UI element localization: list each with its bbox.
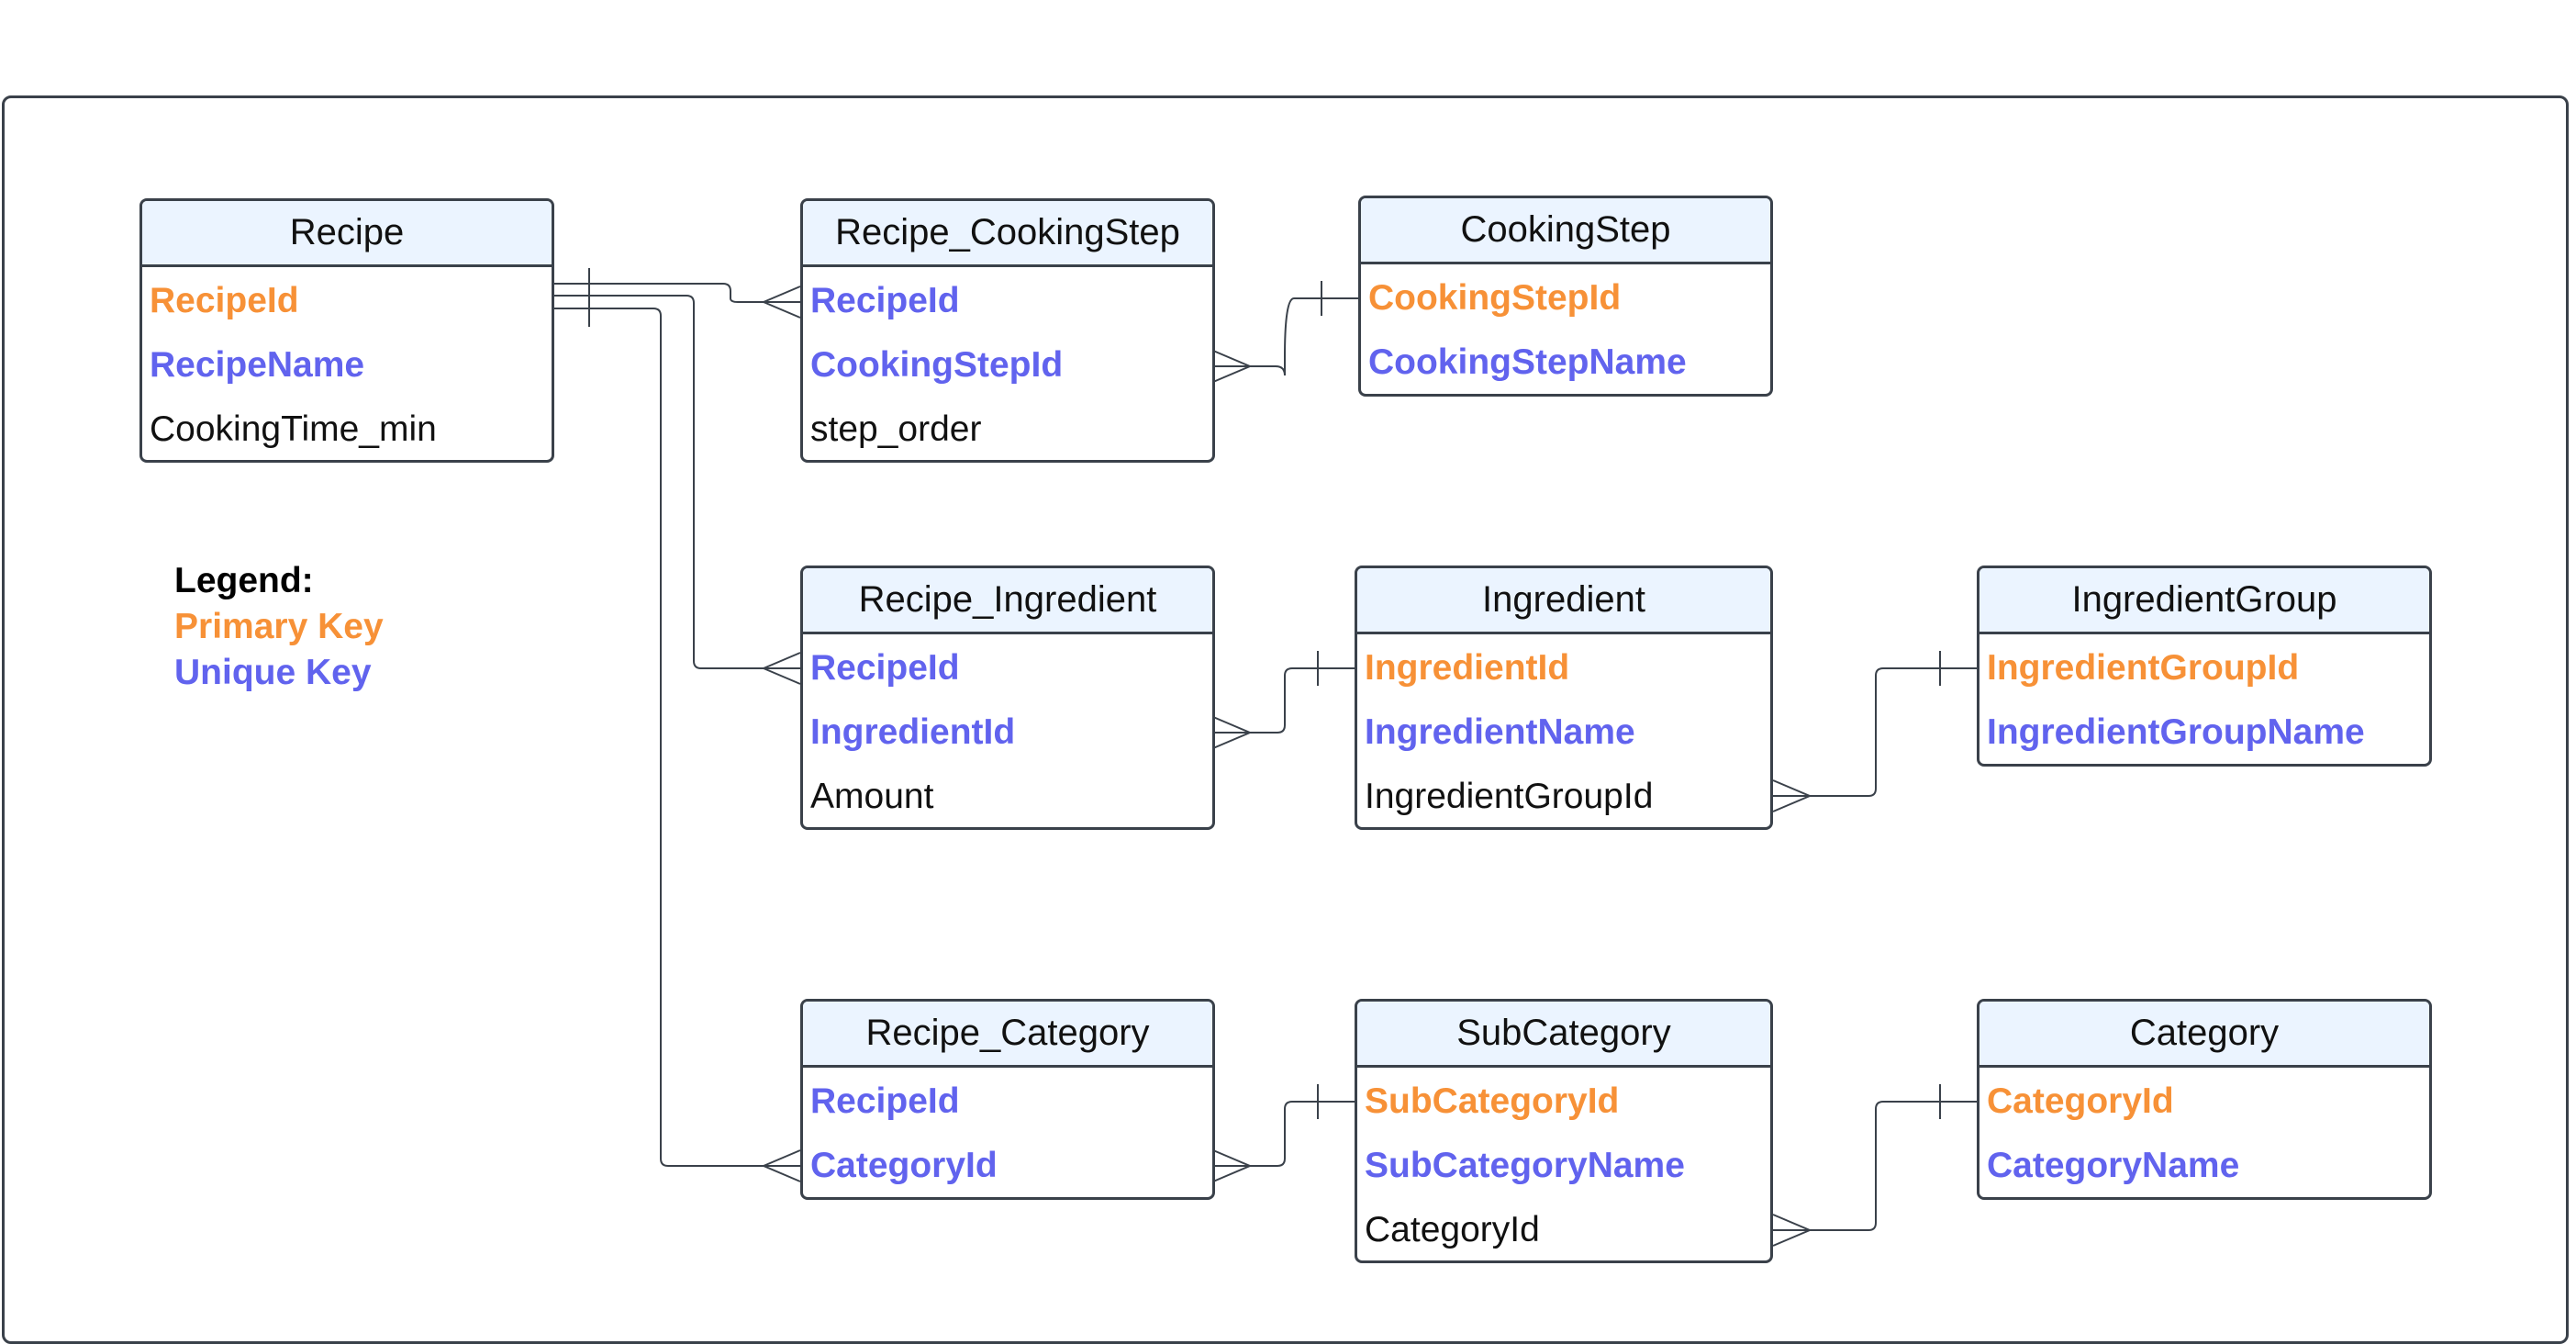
entity-ingredient[interactable]: Ingredient IngredientId IngredientName I… [1355, 566, 1773, 830]
connector-subcategory-to-recipe-category [1212, 1084, 1355, 1182]
connector-recipe-to-recipe-cookingstep [554, 268, 801, 327]
legend: Legend: Primary Key Unique Key [174, 558, 384, 696]
entity-title: CookingStep [1361, 198, 1770, 264]
field-cooking-step-id: CookingStepId [810, 345, 1064, 385]
field-recipe-name: RecipeName [150, 345, 365, 385]
field-ingredient-group-id: IngredientGroupId [1987, 648, 2300, 688]
connector-category-to-subcategory [1772, 1084, 1977, 1247]
entity-category[interactable]: Category CategoryId CategoryName [1977, 999, 2432, 1200]
field-subcategory-id: SubCategoryId [1365, 1081, 1620, 1121]
field-category-id: CategoryId [1365, 1210, 1540, 1249]
entity-ingredientgroup[interactable]: IngredientGroup IngredientGroupId Ingred… [1977, 566, 2432, 767]
field-amount: Amount [810, 777, 934, 816]
entity-recipe-category[interactable]: Recipe_Category RecipeId CategoryId [800, 999, 1215, 1200]
legend-title: Legend: [174, 561, 314, 600]
field-category-id: CategoryId [810, 1146, 998, 1185]
entity-title: Recipe_Category [803, 1002, 1212, 1068]
field-ingredient-id: IngredientId [810, 712, 1016, 752]
field-cooking-time-min: CookingTime_min [150, 409, 437, 449]
legend-unique-key: Unique Key [174, 653, 372, 692]
entity-title: Recipe_Ingredient [803, 568, 1212, 634]
entity-title: Recipe_CookingStep [803, 201, 1212, 267]
connector-recipe-to-recipe-category [554, 308, 801, 1182]
entity-title: Category [1979, 1002, 2429, 1068]
entity-title: Ingredient [1357, 568, 1770, 634]
field-subcategory-name: SubCategoryName [1365, 1146, 1685, 1185]
connector-ingredient-to-recipe-ingredient [1212, 651, 1355, 749]
connector-recipe-to-recipe-ingredient [554, 295, 801, 685]
field-cooking-step-id: CookingStepId [1368, 278, 1622, 318]
entity-recipe-cookingstep[interactable]: Recipe_CookingStep RecipeId CookingStepI… [800, 198, 1215, 463]
entity-title: IngredientGroup [1979, 568, 2429, 634]
field-category-id: CategoryId [1987, 1081, 2174, 1121]
field-ingredient-name: IngredientName [1365, 712, 1635, 752]
entity-title: SubCategory [1357, 1002, 1770, 1068]
entity-title: Recipe [142, 201, 552, 267]
legend-primary-key: Primary Key [174, 607, 384, 646]
field-ingredient-group-name: IngredientGroupName [1987, 712, 2365, 752]
field-ingredient-id: IngredientId [1365, 648, 1570, 688]
field-cooking-step-name: CookingStepName [1368, 342, 1687, 382]
field-category-name: CategoryName [1987, 1146, 2240, 1185]
entity-recipe[interactable]: Recipe RecipeId RecipeName CookingTime_m… [139, 198, 554, 463]
entity-cookingstep[interactable]: CookingStep CookingStepId CookingStepNam… [1358, 196, 1773, 397]
field-ingredient-group-id: IngredientGroupId [1365, 777, 1654, 816]
field-recipe-id: RecipeId [810, 281, 960, 320]
entity-recipe-ingredient[interactable]: Recipe_Ingredient RecipeId IngredientId … [800, 566, 1215, 830]
entity-subcategory[interactable]: SubCategory SubCategoryId SubCategoryNam… [1355, 999, 1773, 1263]
field-step-order: step_order [810, 409, 982, 449]
field-recipe-id: RecipeId [810, 648, 960, 688]
field-recipe-id: RecipeId [150, 281, 299, 320]
connector-cookingstep-to-recipe-cookingstep [1212, 281, 1358, 383]
field-recipe-id: RecipeId [810, 1081, 960, 1121]
connector-ingredientgroup-to-ingredient [1772, 651, 1977, 812]
